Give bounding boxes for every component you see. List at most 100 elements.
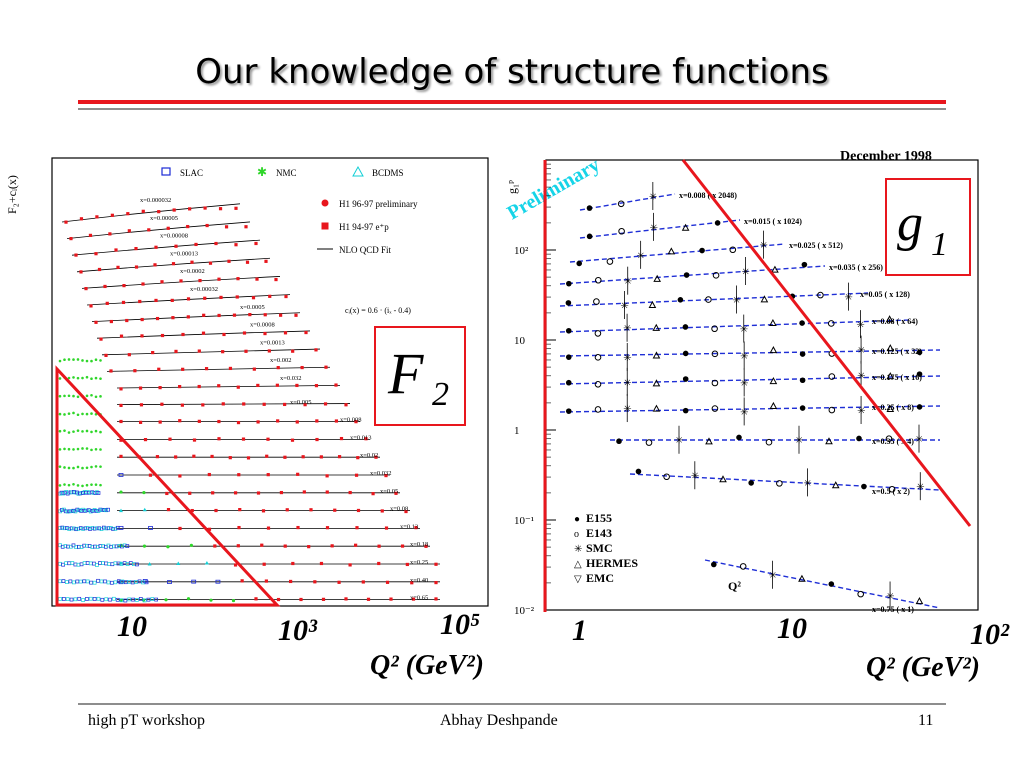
f2-x-label: x=0.0002 xyxy=(180,268,205,275)
f2-point-nmc xyxy=(90,465,93,469)
g1-fit-lines xyxy=(559,193,941,609)
f2-point-h1 xyxy=(186,297,191,301)
f2-point-bcdms xyxy=(142,507,147,512)
f2-point-nmc xyxy=(58,394,62,398)
f2-point-nmc xyxy=(99,465,102,468)
f2-point-h1 xyxy=(325,526,330,530)
f2-point-h1 xyxy=(166,508,171,512)
f2-point-fixed-target xyxy=(88,509,93,514)
f2-point-h1 xyxy=(266,437,270,441)
f2-point-h1 xyxy=(324,365,328,369)
f2-point-fixed-target xyxy=(130,580,135,585)
f2-point-h1 xyxy=(168,437,172,441)
f2-point-nmc xyxy=(63,358,66,362)
f2-point-h1 xyxy=(148,473,153,477)
f2-point-h1 xyxy=(339,436,344,441)
g1-legend-marker: △ xyxy=(574,559,582,570)
f2-point-h1 xyxy=(201,403,205,407)
f2-point-nmc xyxy=(99,430,102,434)
f2-point-nmc xyxy=(85,466,89,470)
f2-point-h1 xyxy=(295,383,299,388)
f2-point-fixed-target xyxy=(123,580,128,585)
f2-point-h1 xyxy=(236,420,241,425)
f2-point-h1 xyxy=(268,294,272,298)
g1-point-e155 xyxy=(586,205,593,211)
f2-point-h1 xyxy=(404,509,408,514)
f2-point-nmc xyxy=(209,598,213,602)
g1-y-tick-label: 10² xyxy=(514,245,529,257)
f2-point-fixed-target xyxy=(77,508,82,513)
f2-point-h1 xyxy=(377,561,381,566)
g1-legend-label: E143 xyxy=(586,526,612,540)
f2-point-h1 xyxy=(261,509,266,513)
g1-fit-line xyxy=(559,319,911,333)
f2-point-nmc xyxy=(81,376,84,380)
f2-point-fixed-target xyxy=(81,598,85,602)
f2-qcd-fit-curve xyxy=(116,403,351,405)
f2-x-label: x=0.0008 xyxy=(250,322,275,329)
f2-point-h1 xyxy=(181,332,185,337)
f2-x-label: x=0.000032 xyxy=(140,197,171,204)
f2-point-fixed-target xyxy=(101,525,106,530)
g1-point-hermes xyxy=(886,404,895,413)
f2-point-h1 xyxy=(95,215,99,219)
g1-point-hermes xyxy=(681,223,690,231)
f2-point-nmc xyxy=(94,465,98,468)
f2-point-h1 xyxy=(119,419,123,424)
f2-point-h1 xyxy=(119,387,123,391)
f2-point-h1 xyxy=(344,597,348,601)
f2-point-h1 xyxy=(274,277,278,282)
f2-point-nmc xyxy=(63,466,66,469)
f2-q2-label: Q² (GeV²) xyxy=(370,650,484,681)
f2-point-slac xyxy=(215,579,221,584)
f2-point-fixed-target xyxy=(78,579,83,584)
footer-rule xyxy=(78,703,946,705)
f2-point-h1 xyxy=(119,334,124,338)
f2-point-h1 xyxy=(355,526,359,530)
slide-title: Our knowledge of structure functions xyxy=(195,52,829,92)
f2-point-nmc xyxy=(63,483,66,486)
g1-point-e155 xyxy=(586,233,593,240)
f2-legend-marker xyxy=(352,165,364,177)
f2-point-nmc xyxy=(94,358,98,361)
g1-point-e143 xyxy=(857,590,864,598)
f2-point-fixed-target xyxy=(106,507,110,512)
g1-point-e143 xyxy=(645,439,653,446)
f2-point-h1 xyxy=(104,353,108,357)
f2-point-h1 xyxy=(354,473,359,477)
f2-point-h1 xyxy=(240,579,244,583)
f2-legend-item: H1 96-97 preliminary xyxy=(321,199,418,209)
f2-point-h1 xyxy=(371,492,375,496)
f2-legend-marker: ✱ xyxy=(257,165,267,179)
g1-point-e155 xyxy=(916,349,923,356)
g1-point-hermes xyxy=(769,401,778,409)
f2-point-h1 xyxy=(126,212,130,216)
f2-point-h1 xyxy=(302,490,306,494)
f2-point-h1 xyxy=(154,245,158,249)
f2-point-slac xyxy=(148,526,153,530)
f2-point-fixed-target xyxy=(85,508,89,513)
g1-point-hermes xyxy=(705,437,713,445)
f2-point-fixed-target xyxy=(85,579,90,584)
f2-point-h1 xyxy=(192,454,196,458)
f2-legend-label: H1 96-97 preliminary xyxy=(339,199,418,209)
g1-point-hermes xyxy=(652,404,661,412)
f2-point-h1 xyxy=(154,298,158,303)
f2-point-nmc xyxy=(90,393,93,397)
f2-point-h1 xyxy=(434,597,438,601)
g1-xtick-100: 10² xyxy=(970,618,1009,651)
f2-legend-item: BCDMS xyxy=(352,165,404,178)
f2-point-nmc xyxy=(72,358,75,361)
f2-point-h1 xyxy=(361,580,365,584)
f2-point-h1 xyxy=(88,233,93,237)
g1-point-e143 xyxy=(828,373,836,380)
f2-point-h1 xyxy=(160,402,164,406)
g1-point-hermes xyxy=(886,344,895,352)
g1-point-e143 xyxy=(617,200,625,208)
f2-point-fixed-target xyxy=(123,598,128,603)
f2-point-h1 xyxy=(119,438,123,442)
f2-point-h1 xyxy=(325,474,329,478)
f2-point-h1 xyxy=(251,296,256,300)
